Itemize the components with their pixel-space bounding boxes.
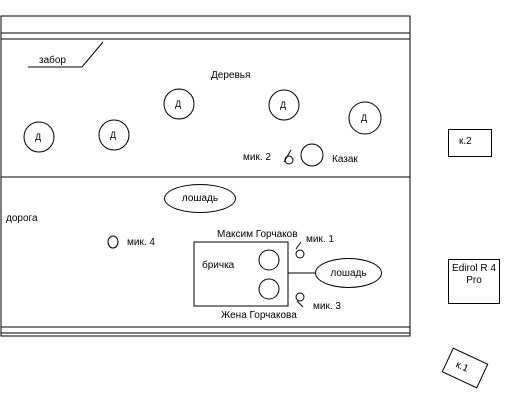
tree-circle-2 [98, 119, 130, 151]
fence-label: забор [39, 55, 66, 66]
mic2-stand [283, 149, 292, 163]
recorder-box: Edirol R 4 Pro [448, 259, 500, 304]
cart-label: бричка [202, 260, 235, 271]
person-bottom-label: Жена Горчакова [221, 310, 297, 321]
tree-circle-1 [23, 121, 55, 153]
person-top-label: Максим Горчаков [217, 229, 298, 240]
camera2-box: к.2 [448, 129, 492, 157]
person-top-circle [258, 249, 280, 271]
mic3-symbol [295, 292, 305, 302]
camera2-label: к.2 [459, 136, 472, 147]
tree-marker-4: Д [280, 100, 287, 110]
mic3-stand [296, 300, 304, 308]
mic1-symbol [295, 249, 305, 259]
trees-label: Деревья [211, 70, 251, 81]
camera1-box [441, 347, 489, 389]
cossack-circle [300, 143, 324, 167]
tree-marker-3: Д [175, 99, 182, 109]
tree-marker-1: Д [35, 132, 42, 142]
fence-pointer [28, 41, 104, 68]
mic1-label: мик. 1 [306, 234, 334, 245]
tree-marker-2: Д [110, 130, 117, 140]
mic4-label: мик. 4 [127, 237, 155, 248]
recorder-label-line1: Edirol R 4 [452, 263, 496, 274]
cossack-label: Казак [332, 154, 358, 165]
road-label: дорога [6, 213, 38, 224]
tree-circle-3 [163, 88, 195, 120]
horse-upper-label: лошадь [181, 193, 219, 204]
horse-lower-label: лошадь [330, 267, 367, 279]
mic2-symbol [284, 155, 294, 165]
tree-circle-5 [348, 101, 382, 135]
tree-circle-4 [268, 89, 300, 121]
mic4-symbol [107, 235, 119, 249]
tree-marker-5: Д [361, 113, 368, 123]
mic1-stand [295, 241, 302, 250]
horse-upper: лошадь [164, 184, 236, 213]
person-bottom-circle [258, 278, 280, 300]
horse-lower: лошадь [315, 258, 382, 288]
mic2-label: мик. 2 [243, 152, 271, 163]
set-boundary [0, 15, 411, 337]
mic3-label: мик. 3 [313, 301, 341, 312]
recorder-label-line2: Pro [466, 275, 482, 286]
